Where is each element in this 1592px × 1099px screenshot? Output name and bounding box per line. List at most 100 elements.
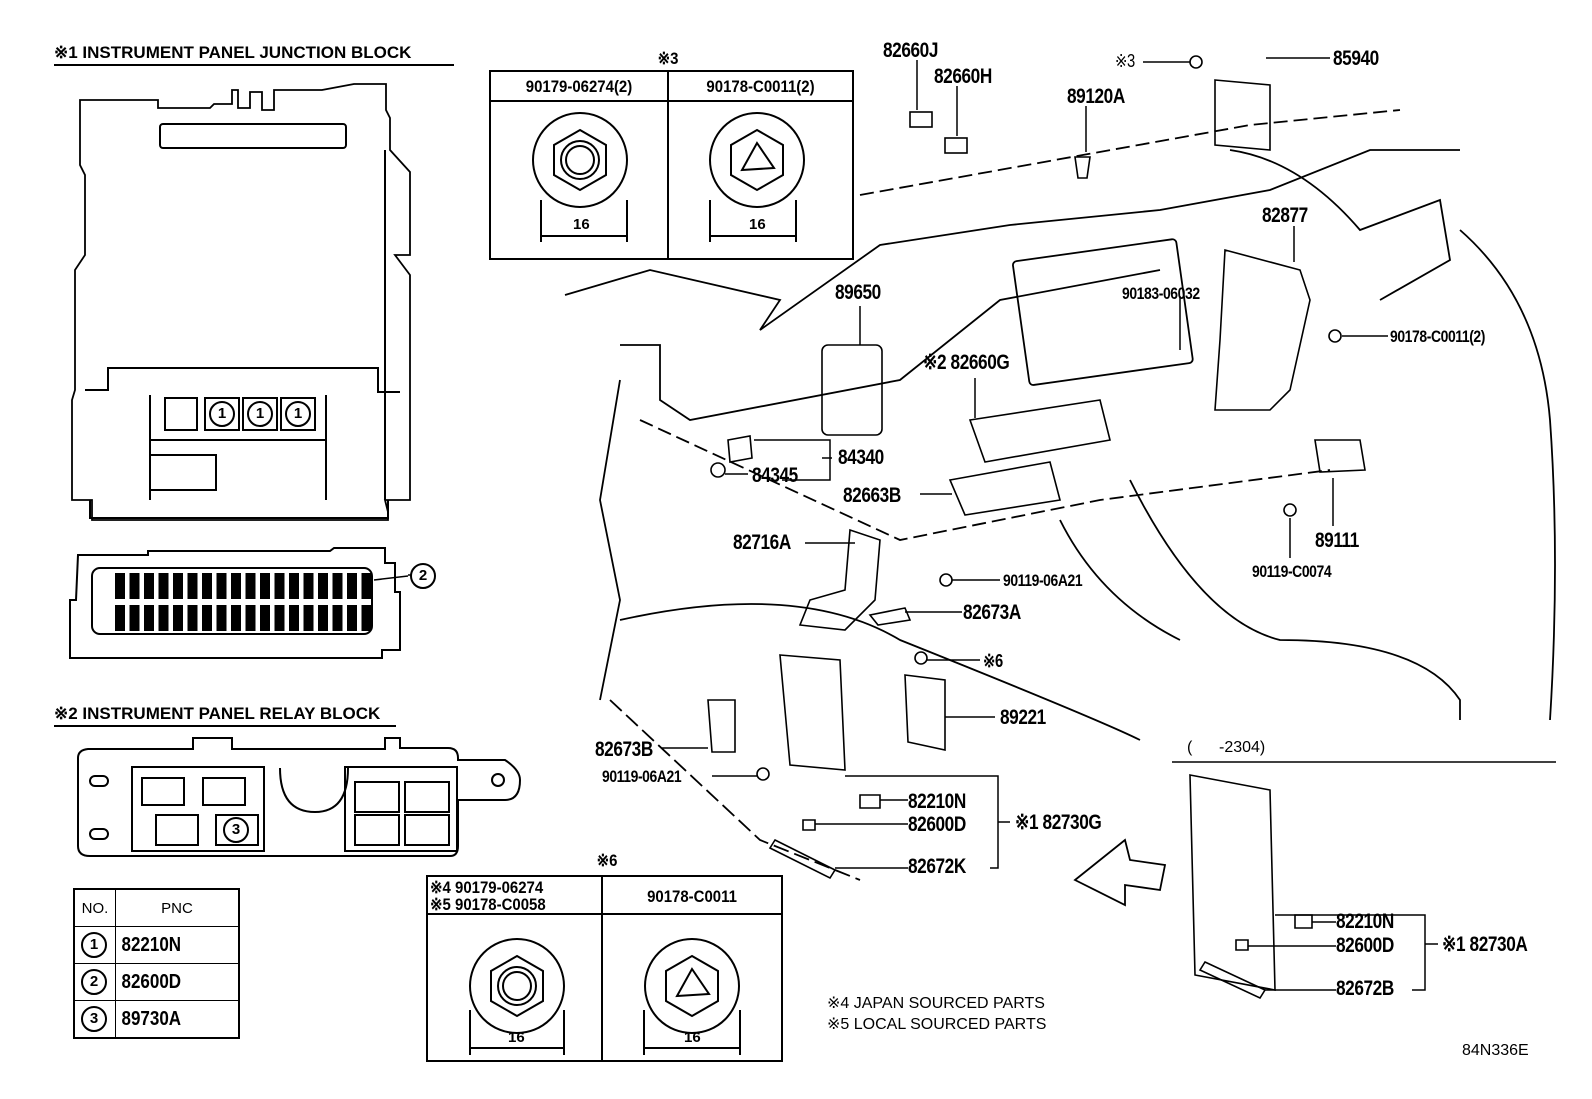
part-label-90119-06A21-lower[interactable]: 90119-06A21 [602,767,682,786]
variant-part-82730A[interactable]: ※1 82730A [1442,933,1528,956]
connector-pin [173,605,183,631]
part-label-84345[interactable]: 84345 [752,464,798,487]
fastener-box-6-frame [426,875,783,1062]
fastener-3-dim-b: 16 [749,216,766,233]
connector-pin [332,573,343,599]
part-label-85940[interactable]: 85940 [1333,47,1379,70]
fastener-box-6-title: ※6 [596,851,618,870]
part-label-82663B[interactable]: 82663B [843,484,901,507]
connector-pin [216,573,227,599]
connector-pin [173,573,183,599]
connector-pin [274,605,285,631]
part-label-82673B[interactable]: 82673B [595,738,653,761]
callout-1b: 1 [247,401,273,427]
connector-pin [361,605,372,631]
connector-pin [187,605,198,631]
connector-pin [231,573,241,599]
connector-pin [231,605,241,631]
fastener-6-part-a2: ※5 90178-C0058 [430,895,546,914]
connector-pin [144,573,154,599]
connector-pin [274,573,285,599]
fastener-6-dim-b: 16 [684,1029,701,1046]
ref-mark-3: ※3 [1115,51,1135,71]
table-row: 1 82210N [73,926,239,964]
connector-pin [260,605,270,631]
variant-range-label: ( -2304) [1187,739,1266,756]
part-label-90178-C0011-2[interactable]: 90178-C0011(2) [1390,327,1486,346]
connector-pin [318,605,328,631]
fastener-3-dim-a: 16 [573,216,590,233]
variant-part-82210N[interactable]: 82210N [1336,910,1394,933]
fastener-3-part-b: 90178-C0011(2) [706,77,815,96]
connector-pin [202,605,212,631]
connector-pin [347,573,357,599]
fastener-box-3-frame [489,70,854,260]
callout-1c: 1 [285,401,311,427]
connector-pin [158,573,169,599]
part-label-82660J[interactable]: 82660J [883,39,939,62]
dashboard-outline [564,109,1556,907]
table-row: 2 82600D [73,963,239,1001]
connector-pin [289,573,299,599]
connector-pin [303,573,314,599]
note-japan-sourced: ※4 JAPAN SOURCED PARTS [827,995,1045,1012]
part-label-82600D[interactable]: 82600D [908,813,966,836]
part-label-82660G[interactable]: ※2 82660G [923,351,1010,374]
connector-pin [361,573,372,599]
part-label-82210N[interactable]: 82210N [908,790,966,813]
part-label-90119-C0074[interactable]: 90119-C0074 [1252,562,1332,581]
variant-part-82672B[interactable]: 82672B [1336,977,1394,1000]
part-label-89221[interactable]: 89221 [1000,706,1046,729]
relay-block-drawing [77,737,522,857]
connector-pin [332,605,343,631]
row-number: 2 [81,969,107,995]
fastener-6-part-b: 90178-C0011 [647,887,737,906]
row-pnc: 82210N [115,926,221,964]
junction-block-title: ※1 INSTRUMENT PANEL JUNCTION BLOCK [54,44,454,66]
connector-pin [144,605,154,631]
connector-pin [245,573,256,599]
connector-pin [129,573,140,599]
part-label-82730G[interactable]: ※1 82730G [1015,811,1102,834]
callout-1a: 1 [209,401,235,427]
diagram-id: 84N336E [1462,1042,1529,1059]
connector-pin [347,605,357,631]
connector-pin [202,573,212,599]
fastener-3-part-a: 90179-06274(2) [525,77,633,96]
leader-lines [408,57,1438,991]
part-label-84340[interactable]: 84340 [838,446,884,469]
variant-part-82600D[interactable]: 82600D [1336,934,1394,957]
connector-pin [303,605,314,631]
table-row: 3 89730A [73,1000,239,1039]
part-label-82877[interactable]: 82877 [1262,204,1308,227]
connector-pin [318,573,328,599]
fastener-box-3-title: ※3 [657,49,679,68]
junction-connector-drawing [69,547,409,659]
pnc-table: NO. PNC 1 82210N 2 82600D 3 89730A [73,888,240,1039]
callout-2: 2 [410,563,436,589]
row-number: 1 [81,932,107,958]
part-label-90183-06032[interactable]: 90183-06032 [1122,284,1200,303]
connector-pin [158,605,169,631]
part-label-82716A[interactable]: 82716A [733,531,791,554]
part-label-82673A[interactable]: 82673A [963,601,1021,624]
component-sketches [707,55,1556,1000]
part-label-89120A[interactable]: 89120A [1067,85,1125,108]
part-label-82672K[interactable]: 82672K [908,855,966,878]
callout-3: 3 [223,817,249,843]
connector-pin [115,605,125,631]
connector-pin [260,573,270,599]
connector-pin [216,605,227,631]
row-pnc: 82600D [115,963,221,1001]
junction-block-drawing [71,83,411,521]
ref-mark-6: ※6 [983,651,1003,671]
row-pnc: 89730A [115,1000,221,1039]
header-no: NO. [73,888,116,927]
pnc-table-header: NO. PNC [73,888,240,927]
part-label-89650[interactable]: 89650 [835,281,881,304]
part-label-89111[interactable]: 89111 [1315,529,1359,552]
part-label-82660H[interactable]: 82660H [934,65,992,88]
part-label-90119-06A21-upper[interactable]: 90119-06A21 [1003,571,1083,590]
note-local-sourced: ※5 LOCAL SOURCED PARTS [827,1016,1047,1033]
connector-pin [245,605,256,631]
